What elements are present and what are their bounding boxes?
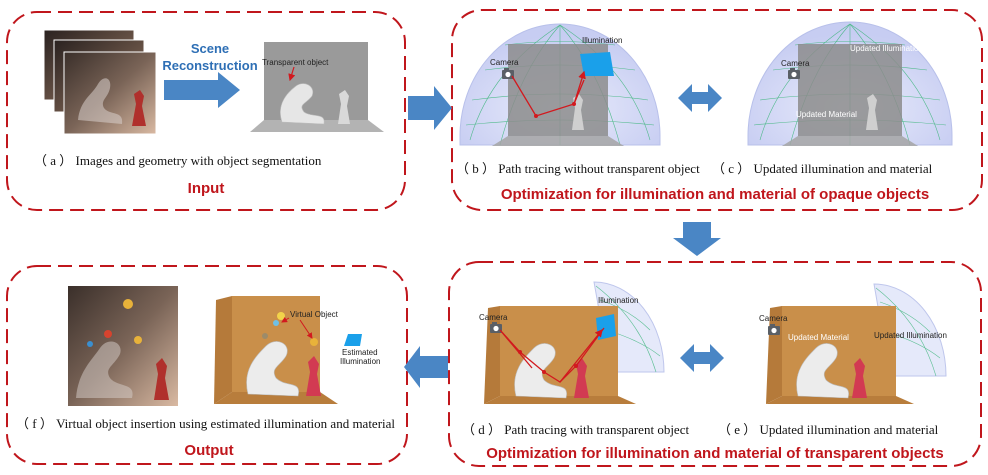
camera-label-e: Camera: [759, 314, 788, 323]
scene-d: [484, 281, 665, 404]
transparent-panel-border: [448, 261, 982, 467]
output-panel-border: [6, 265, 408, 465]
scene-reconstruction-label-2: Reconstruction: [162, 58, 257, 73]
caption-e: （ e ） Updated illumination and material: [718, 422, 939, 437]
double-arrow-b-c: [678, 84, 722, 112]
transparent-object-pointer: [288, 66, 296, 82]
arrow-input-to-opaque: [408, 86, 452, 130]
dome-c: [747, 21, 953, 146]
camera-label-b: Camera: [490, 58, 519, 67]
transparent-title: Optimization for illumination and materi…: [486, 445, 944, 462]
input-panel-border: [6, 11, 406, 211]
updated-material-label-e: Updated Material: [788, 333, 849, 342]
scene-reconstruction-label-1: Scene: [191, 41, 229, 56]
updated-illumination-label-c: Updated Illumination: [850, 44, 923, 53]
opaque-title: Optimization for illumination and materi…: [501, 186, 929, 203]
arrow-opaque-to-transparent: [673, 222, 721, 256]
output-photo: [68, 286, 178, 406]
caption-d: （ d ） Path tracing with transparent obje…: [462, 422, 689, 437]
virtual-object-pointer-1: [281, 316, 290, 323]
camera-icon-c: [788, 68, 800, 79]
illumination-label-d: Illumination: [598, 296, 638, 305]
dome-b: [459, 23, 661, 146]
transparent-object-label: Transparent object: [262, 58, 329, 67]
opaque-panel-border: [451, 9, 983, 211]
caption-f: （ f ） Virtual object insertion using est…: [16, 416, 395, 431]
virtual-object-label: Virtual Object: [290, 310, 339, 319]
caption-c: （ c ） Updated illumination and material: [712, 161, 933, 176]
output-render: [214, 296, 362, 404]
caption-b: （ b ） Path tracing without transparent o…: [456, 161, 700, 176]
scene-e: [766, 283, 947, 404]
input-title: Input: [188, 180, 225, 197]
reconstructed-geometry: [250, 42, 384, 132]
scene-reconstruction-arrow: [164, 72, 240, 108]
camera-label-d: Camera: [479, 313, 508, 322]
camera-icon-b: [502, 68, 514, 79]
virtual-object-pointer-2: [299, 319, 313, 339]
camera-icon-d: [490, 322, 502, 333]
camera-icon-e: [768, 324, 780, 335]
camera-label-c: Camera: [781, 59, 810, 68]
caption-a: （ a ） Images and geometry with object se…: [34, 153, 322, 168]
input-photo-stack: [43, 29, 157, 135]
arrow-transparent-to-output: [404, 346, 448, 388]
illumination-label-b: Illumination: [582, 36, 622, 45]
estimated-illumination-label-2: Illumination: [340, 357, 380, 366]
estimated-illumination-label-1: Estimated: [342, 348, 378, 357]
updated-material-label-c: Updated Material: [796, 110, 857, 119]
output-title: Output: [184, 442, 233, 459]
updated-illumination-label-e: Updated Illumination: [874, 331, 947, 340]
double-arrow-d-e: [680, 344, 724, 372]
